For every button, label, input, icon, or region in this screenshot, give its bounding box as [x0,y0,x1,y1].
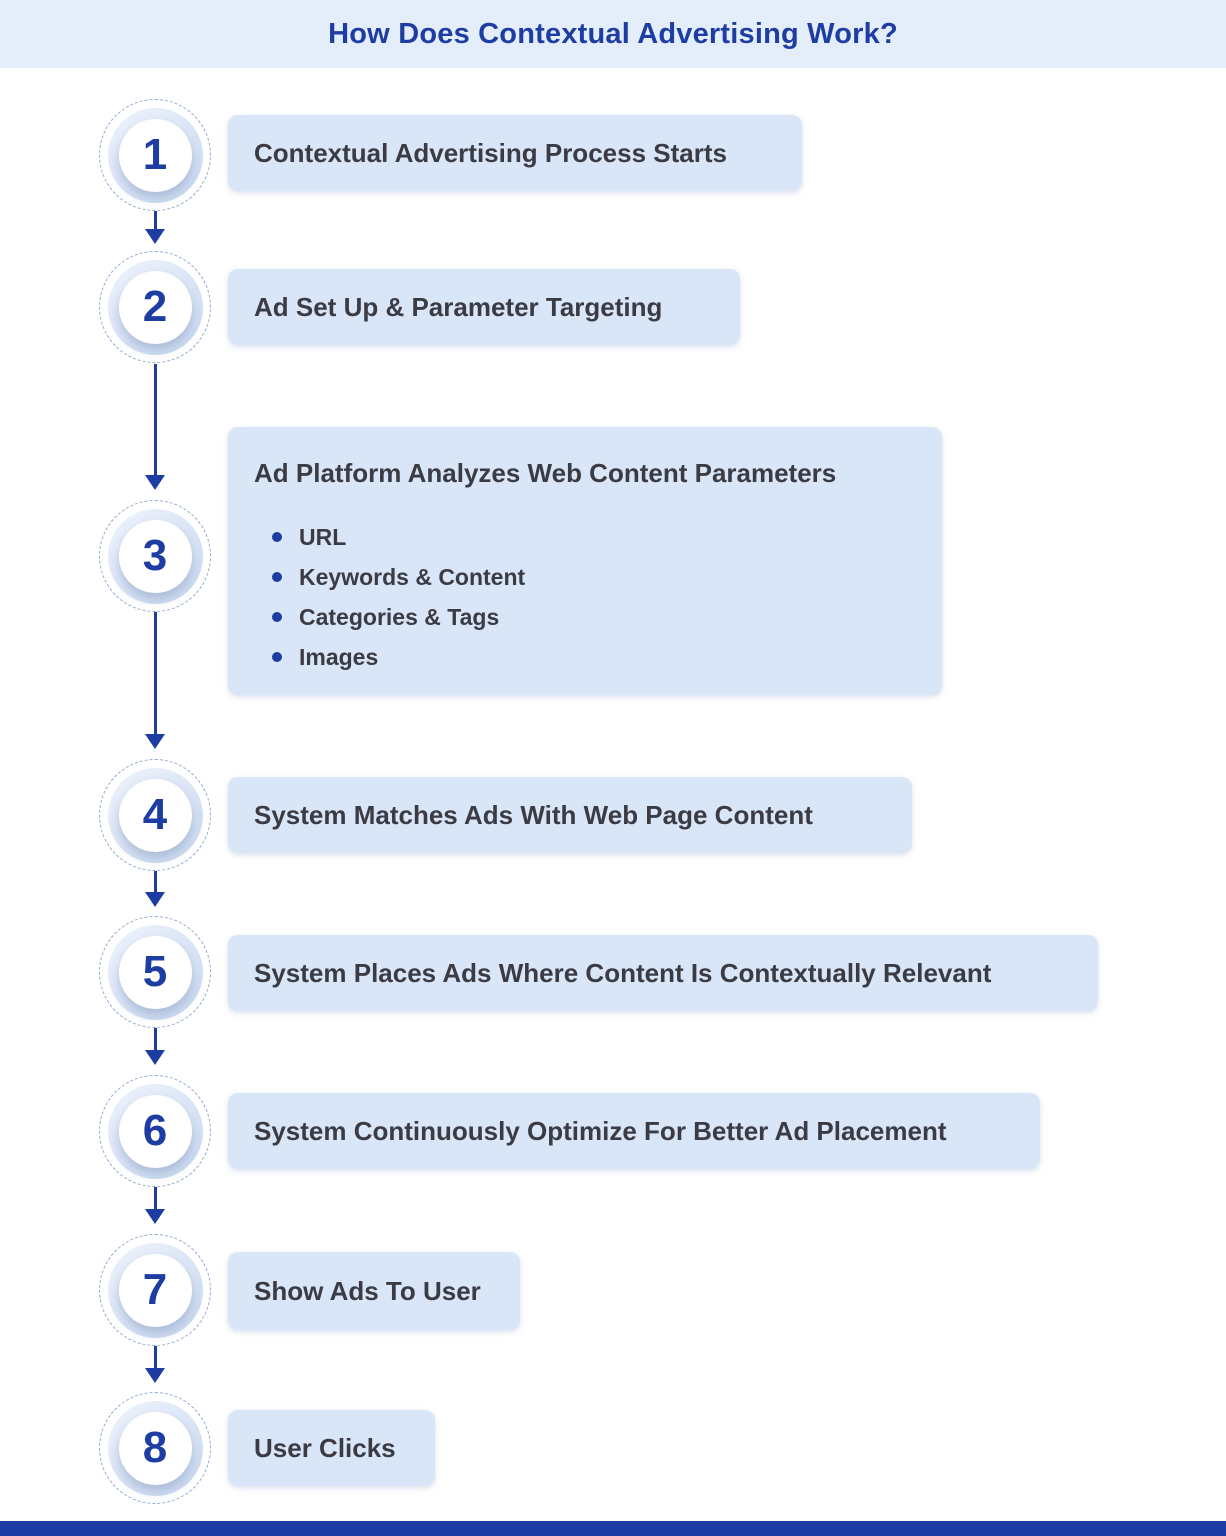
step-4-number-disc: 4 [118,778,192,852]
step-5-number: 5 [142,947,168,996]
step-6-ring: 6 [107,1083,203,1179]
arrow-down-icon [144,611,166,749]
step-7-label-box: Show Ads To User [228,1252,520,1330]
arrow-down-icon [144,211,166,244]
step-1-label: Contextual Advertising Process Starts [254,137,727,168]
arrow-down-icon [144,1027,166,1065]
arrow-shaft [153,1027,157,1050]
arrow-down-icon [144,1345,166,1383]
step-6-number-disc: 6 [118,1094,192,1168]
step-6-label: System Continuously Optimize For Better … [254,1115,947,1146]
step-8-label: User Clicks [254,1432,396,1463]
step-3-number-disc: 3 [118,519,192,593]
arrow-shaft [153,1186,157,1209]
arrow-head [145,734,165,749]
arrow-shaft [153,364,157,475]
step-8-number-disc: 8 [118,1411,192,1485]
bullet-label: URL [299,523,347,550]
step-2-number: 2 [142,282,168,331]
arrow-down-icon [144,1186,166,1224]
bullet-item: Categories & Tags [272,597,918,637]
step-4-number: 4 [142,790,168,839]
step-6-label-box: System Continuously Optimize For Better … [228,1093,1040,1169]
step-8-number: 8 [142,1423,168,1472]
step-5-number-disc: 5 [118,935,192,1009]
bullet-label: Categories & Tags [299,603,500,630]
step-5-ring: 5 [107,924,203,1020]
step-3-badge: 3 [99,500,211,612]
step-4-label: System Matches Ads With Web Page Content [254,799,813,830]
step-3-label-box: Ad Platform Analyzes Web Content Paramet… [228,427,942,695]
step-3-ring: 3 [107,508,203,604]
page-title: How Does Contextual Advertising Work? [328,17,898,50]
step-2-ring: 2 [107,259,203,355]
step-1-ring: 1 [107,107,203,203]
step-1-number-disc: 1 [118,118,192,192]
arrow-shaft [153,611,157,734]
arrow-shaft [153,211,157,229]
step-5-label: System Places Ads Where Content Is Conte… [254,957,992,988]
bullet-label: Images [299,643,379,670]
step-3-label: Ad Platform Analyzes Web Content Paramet… [254,458,837,488]
bullet-dot-icon [272,612,282,622]
step-8-ring: 8 [107,1400,203,1496]
step-5-label-box: System Places Ads Where Content Is Conte… [228,935,1098,1011]
step-7-number: 7 [142,1265,168,1314]
title-band: How Does Contextual Advertising Work? [0,0,1226,68]
step-8-label-box: User Clicks [228,1410,435,1486]
step-4-label-box: System Matches Ads With Web Page Content [228,777,912,853]
step-4-ring: 4 [107,767,203,863]
step-1-number: 1 [142,130,168,179]
arrow-head [145,229,165,244]
step-6-number: 6 [142,1106,168,1155]
footer-bar [0,1521,1226,1536]
step-3-number: 3 [142,531,168,580]
bullet-dot-icon [272,532,282,542]
bullet-item: URL [272,517,918,557]
arrow-head [145,892,165,907]
step-8-badge: 8 [99,1392,211,1504]
step-3-bullet-list: URL Keywords & Content Categories & Tags… [254,517,918,677]
arrow-head [145,1209,165,1224]
bullet-item: Keywords & Content [272,557,918,597]
arrow-head [145,1368,165,1383]
step-2-badge: 2 [99,251,211,363]
step-5-badge: 5 [99,916,211,1028]
arrow-shaft [153,1345,157,1368]
step-1-label-box: Contextual Advertising Process Starts [228,115,802,191]
arrow-shaft [153,870,157,892]
bullet-item: Images [272,637,918,677]
step-4-badge: 4 [99,759,211,871]
step-2-number-disc: 2 [118,270,192,344]
step-7-number-disc: 7 [118,1253,192,1327]
arrow-down-icon [144,364,166,490]
step-7-badge: 7 [99,1234,211,1346]
bullet-dot-icon [272,652,282,662]
arrow-down-icon [144,870,166,907]
arrow-head [145,475,165,490]
step-1-badge: 1 [99,99,211,211]
step-6-badge: 6 [99,1075,211,1187]
step-2-label-box: Ad Set Up & Parameter Targeting [228,269,740,345]
step-7-label: Show Ads To User [254,1275,481,1306]
step-2-label: Ad Set Up & Parameter Targeting [254,291,663,322]
bullet-label: Keywords & Content [299,563,526,590]
step-7-ring: 7 [107,1242,203,1338]
bullet-dot-icon [272,572,282,582]
arrow-head [145,1050,165,1065]
